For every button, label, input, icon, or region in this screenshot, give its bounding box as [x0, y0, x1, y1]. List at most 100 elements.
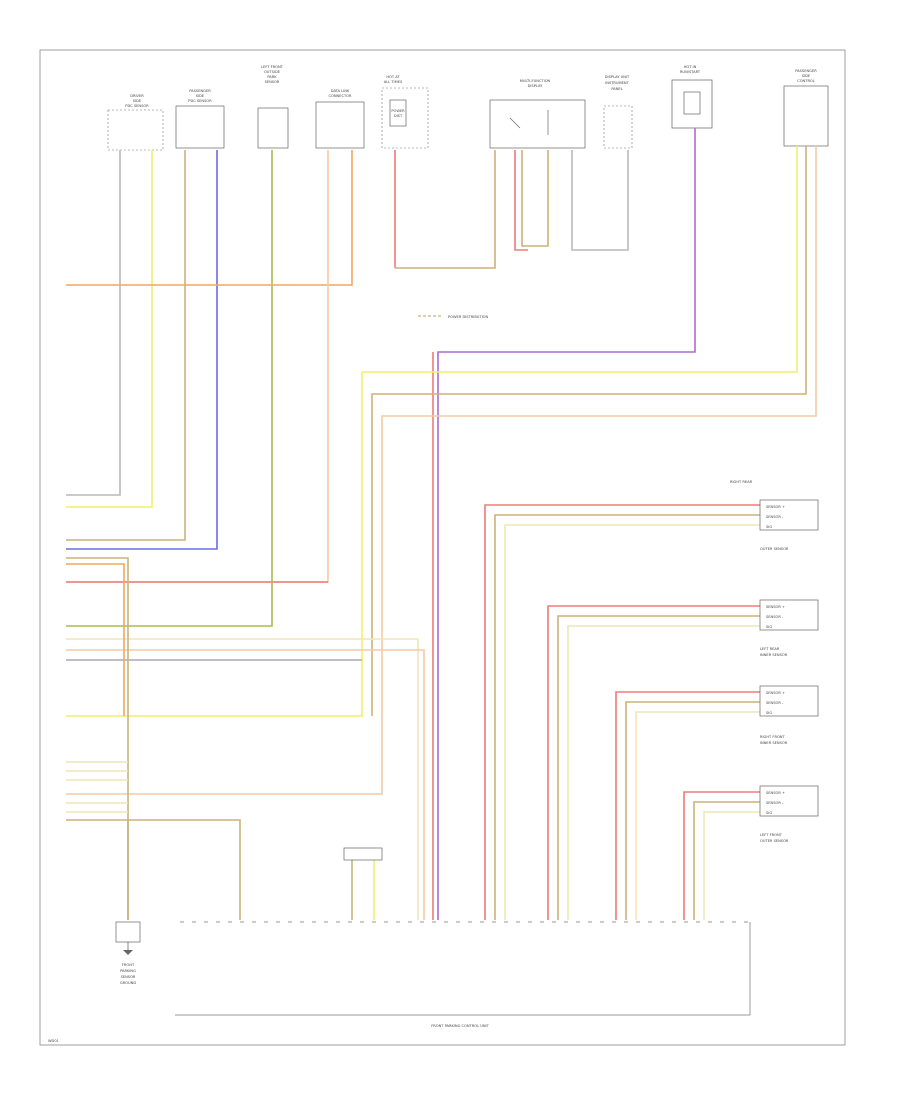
wire-tan-7 — [66, 819, 241, 920]
rs1-pin-2: SENSOR - — [766, 515, 784, 519]
mfd-label-2: DISPLAY — [528, 84, 544, 88]
parking-control-module: FRONT PARKING CONTROL UNIT — [175, 921, 751, 1028]
rs2-pin-1: SENSOR + — [766, 605, 785, 609]
sensor-right-front-inner: SENSOR + SENSOR - SIG RIGHT FRONT INNER … — [759, 685, 819, 745]
rs4-sub: OUTER SENSOR — [760, 839, 789, 843]
data-link-connector: DATA LINK CONNECTOR — [315, 89, 365, 149]
rs4-pin-3: SIG — [766, 811, 772, 815]
ground-label-4: GROUND — [120, 981, 136, 985]
rs1-pin-3: SIG — [766, 525, 772, 529]
passenger-side-sensor-label-3: PDC SENSOR — [188, 99, 212, 103]
lf-outside-label-3: PARK — [267, 75, 277, 79]
hot-all-times-label-1: HOT AT — [386, 75, 400, 79]
wire-gray-1 — [66, 150, 121, 496]
wire-yellow-1 — [66, 150, 153, 508]
left-front-outside-sensor: LEFT FRONT OUTSIDE PARK SENSOR — [257, 65, 289, 149]
sensor-right-rear-outer: RIGHT REAR SENSOR + SENSOR - SIG OUTER S… — [730, 480, 819, 551]
wire-tan-1 — [66, 150, 186, 541]
ground-connector: FRONT PARKING SENSOR GROUND — [115, 921, 141, 985]
wire-orange-1 — [66, 150, 353, 286]
rs2-sub: INNER SENSOR — [760, 653, 788, 657]
driver-side-sensor: DRIVER SIDE PDC SENSOR — [107, 94, 164, 151]
footer-code: WD01 — [48, 1039, 59, 1043]
wire-rs1-tan — [494, 514, 760, 920]
psc-label-1: PASSENGER — [795, 69, 817, 73]
wire-olive-1 — [66, 150, 273, 627]
wire-rs2-tan — [557, 615, 760, 920]
driver-side-sensor-label-2: SIDE — [133, 99, 142, 103]
passenger-side-sensor-label-1: PASSENGER — [189, 89, 211, 93]
psc-label-3: CONTROL — [797, 79, 815, 83]
ground-label-3: SENSOR — [121, 975, 136, 979]
driver-side-sensor-label-1: DRIVER — [130, 94, 144, 98]
sensor-left-rear-inner: SENSOR + SENSOR - SIG LEFT REAR INNER SE… — [759, 599, 819, 657]
lf-outside-label-4: SENSOR — [265, 80, 280, 84]
wire-rs2-red — [547, 605, 760, 920]
wire-orange-2 — [66, 563, 125, 716]
power-distribution-note: POWER DISTRIBUTION — [448, 315, 488, 319]
wire-rs3-tan — [625, 701, 760, 920]
lf-outside-label-1: LEFT FRONT — [261, 65, 284, 69]
ground-label-1: FRONT — [122, 963, 135, 967]
psc-label-2: SIDE — [802, 74, 811, 78]
wire-rs3-red — [615, 691, 760, 920]
rs3-pin-3: SIG — [766, 711, 772, 715]
rs3-title: RIGHT FRONT — [760, 735, 785, 739]
lf-outside-label-2: OUTSIDE — [264, 70, 281, 74]
hot-in-run-start-fuse: HOT IN RUN/START — [671, 65, 713, 129]
display-unit-label-3: PANEL — [611, 87, 622, 91]
dlc-label-1: DATA LINK — [331, 89, 350, 93]
top-components: DRIVER SIDE PDC SENSOR PASSENGER SIDE PD… — [107, 65, 829, 151]
wire-tan-4 — [371, 146, 807, 716]
rs2-pin-2: SENSOR - — [766, 615, 784, 619]
fuse-label-2: DIST — [394, 114, 403, 118]
wire-rs4-red — [683, 791, 760, 920]
wire-rs3-cream — [635, 711, 760, 920]
sensor-left-front-outer: SENSOR + SENSOR - SIG LEFT FRONT OUTER S… — [759, 785, 819, 843]
wire-rs2-cream — [567, 625, 760, 920]
wire-yellow-2 — [66, 146, 798, 717]
rs4-pin-1: SENSOR + — [766, 791, 785, 795]
wires — [66, 128, 817, 920]
module-title: FRONT PARKING CONTROL UNIT — [431, 1024, 489, 1028]
rs1-title: RIGHT REAR — [730, 480, 753, 484]
hot-run-label-2: RUN/START — [680, 70, 701, 74]
rs4-pin-2: SENSOR - — [766, 801, 784, 805]
wire-rs4-cream — [703, 811, 760, 920]
wire-rs1-red — [484, 504, 760, 920]
rs3-pin-1: SENSOR + — [766, 691, 785, 695]
hot-run-label-1: HOT IN — [684, 65, 697, 69]
wire-cream-1 — [66, 638, 419, 920]
right-sensors: RIGHT REAR SENSOR + SENSOR - SIG OUTER S… — [730, 480, 819, 843]
center-connector — [343, 847, 383, 861]
mfd-label: MULTI-FUNCTION — [520, 79, 551, 83]
passenger-side-sensor: PASSENGER SIDE PDC SENSOR — [175, 89, 225, 149]
rs1-sub: OUTER SENSOR — [760, 547, 789, 551]
rs3-sub: INNER SENSOR — [760, 741, 788, 745]
passenger-side-sensor-label-2: SIDE — [196, 94, 205, 98]
wire-rs1-cream — [504, 524, 760, 920]
rs3-pin-2: SENSOR - — [766, 701, 784, 705]
multi-function-display: MULTI-FUNCTION DISPLAY — [489, 79, 586, 149]
wire-purple-1 — [437, 128, 696, 920]
driver-side-sensor-label-3: PDC SENSOR — [125, 104, 149, 108]
wire-tan-5 — [66, 557, 129, 716]
display-unit-label-2: INSTRUMENT — [605, 81, 629, 85]
rs2-title: LEFT REAR — [760, 647, 780, 651]
hot-all-times-label-2: ALL TIMES — [384, 80, 403, 84]
passenger-side-control: PASSENGER SIDE CONTROL — [783, 69, 829, 147]
wire-gray-2 — [571, 150, 629, 251]
wire-red-2 — [514, 150, 528, 251]
wire-peach-1 — [66, 150, 329, 583]
wire-rs4-tan — [693, 801, 760, 920]
rs1-pin-1: SENSOR + — [766, 505, 785, 509]
rs2-pin-3: SIG — [766, 625, 772, 629]
hot-at-all-times-fuse: HOT AT ALL TIMES POWER DIST — [381, 75, 429, 149]
rs4-title: LEFT FRONT — [760, 833, 783, 837]
diagram-frame — [39, 49, 846, 1046]
wire-peach-3 — [66, 649, 425, 920]
display-unit-label-1: DISPLAY UNIT — [605, 75, 630, 79]
wire-peach-2 — [66, 146, 817, 795]
ground-label-2: PARKING — [120, 969, 136, 973]
